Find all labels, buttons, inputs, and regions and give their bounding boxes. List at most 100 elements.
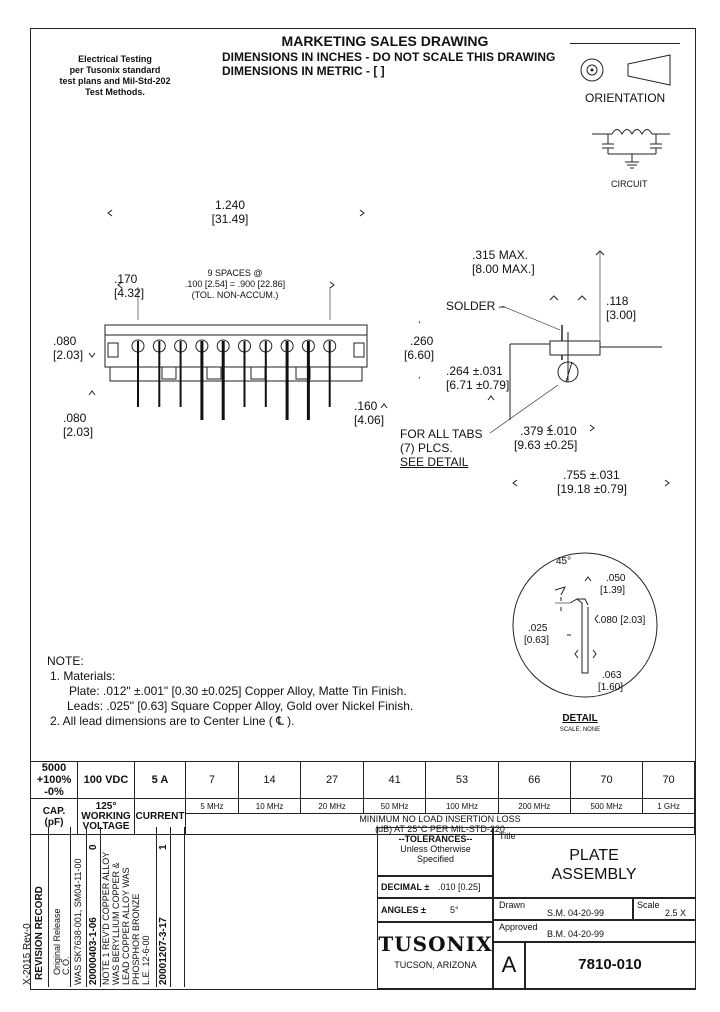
- cap-value: 5000: [41, 762, 67, 774]
- loss-sub-cell: (dB) AT 25°C PER MIL-STD-220: [185, 824, 695, 835]
- doc-id: X-2015 Rev-0: [22, 923, 33, 985]
- testing-note-line: Test Methods.: [85, 87, 145, 97]
- notes-title: NOTE:: [47, 654, 84, 668]
- angles-label: ANGLES ±: [381, 905, 426, 915]
- freq-cell: 200 MHz: [497, 798, 571, 814]
- bottom-left-dimension: .080 [2.03]: [63, 411, 93, 439]
- loss-cell: 27: [300, 761, 364, 799]
- cap-label: CAP.: [42, 805, 66, 817]
- rev-0-letter: 0: [88, 844, 99, 850]
- drawn-box: Drawn S.M. 04-20-99: [492, 897, 634, 921]
- loss-cell: 66: [497, 761, 571, 799]
- tab-height-dimension: .118 [3.00]: [606, 294, 636, 322]
- rev-0-co: 20000403-1-06: [88, 917, 99, 985]
- rev-divider: [170, 827, 171, 987]
- rev-divider: [184, 827, 185, 987]
- title-box: Title PLATE ASSEMBLY: [492, 827, 696, 899]
- dim-value: .118: [606, 294, 629, 308]
- front-view-drawing: [88, 209, 420, 409]
- overall-depth-dimension: .755 ±.031 [19.18 ±0.79]: [557, 468, 627, 496]
- rev-1-letter: 1: [158, 844, 169, 850]
- note-leads: Leads: .025" [0.63] Square Copper Alloy,…: [67, 699, 414, 713]
- rev-note-line: PHOSPHOR BRONZE: [131, 893, 141, 985]
- detail-scale: SCALE: NONE: [559, 727, 601, 733]
- rev-divider: [156, 827, 157, 987]
- orientation-label: ORIENTATION: [585, 91, 666, 105]
- testing-note-line: per Tusonix standard: [69, 65, 161, 75]
- detail-label: DETAIL: [562, 713, 598, 724]
- dim-value-mm: [8.00 MAX.]: [472, 262, 535, 276]
- dim-value-mm: [1.60]: [598, 682, 624, 693]
- see-detail-link: SEE DETAIL: [400, 455, 469, 469]
- note-2: 2. All lead dimensions are to Center Lin…: [50, 714, 295, 728]
- drawn-label: Drawn: [499, 900, 526, 910]
- dim-value-mm: [4.32]: [114, 286, 145, 300]
- dim-value-mm: [2.03]: [53, 348, 84, 362]
- tolerances-title: --TOLERANCES--: [398, 834, 473, 844]
- testing-note-line: Electrical Testing: [78, 54, 152, 64]
- scale-box: Scale 2.5 X: [632, 897, 696, 921]
- angles-tolerance: ANGLES ± 5°: [377, 897, 494, 923]
- freq-cell: 50 MHz: [362, 798, 427, 814]
- loss-cell: 70: [569, 761, 644, 799]
- freq-cell: 500 MHz: [569, 798, 644, 814]
- dim-value: .063: [602, 670, 622, 681]
- loss-cell: 7: [185, 761, 239, 799]
- cap-value-cell: 5000+100% -0%: [30, 761, 78, 799]
- cap-tolerance: +100% -0%: [36, 774, 72, 798]
- loss-cell: 70: [642, 761, 695, 799]
- solder-label: SOLDER –: [446, 299, 506, 313]
- loss-cell: 41: [362, 761, 427, 799]
- orientation-icon: [580, 54, 671, 86]
- lead-height-dimension: .264 ±.031 [6.71 ±0.79]: [446, 364, 509, 392]
- decimal-tolerance: DECIMAL ± .010 [0.25]: [377, 875, 494, 899]
- dim-note: (TOL. NON-ACCUM.): [191, 290, 279, 300]
- approved-value: B.M. 04-20-99: [547, 929, 605, 939]
- spacing-dimension: 9 SPACES @ .100 [2.54] = .900 [22.86] (T…: [165, 268, 305, 301]
- dim-value-mm: [0.63]: [524, 635, 550, 646]
- dim-note: .100 [2.54] = .900 [22.86]: [184, 279, 286, 289]
- voltage-cell: 100 VDC: [77, 761, 135, 799]
- loss-cell: 53: [425, 761, 499, 799]
- tolerances-line: Specified: [416, 854, 455, 864]
- detail-dim-063: .063 [1.60]: [598, 670, 623, 694]
- testing-note-line: test plans and Mil-Std-202: [59, 76, 171, 86]
- drawing-frame: [30, 28, 696, 990]
- dim-value: .080: [63, 411, 87, 425]
- dimension-note-1: DIMENSIONS IN INCHES - DO NOT SCALE THIS…: [222, 50, 556, 64]
- part-number: 7810-010: [524, 941, 696, 989]
- tolerances-box: --TOLERANCES-- Unless Otherwise Specifie…: [377, 827, 494, 877]
- tabs-note-line: FOR ALL TABS: [400, 427, 483, 441]
- loss-cell: 14: [237, 761, 302, 799]
- revision-record-label: REVISION RECORD: [34, 886, 45, 980]
- title-label: Title: [499, 831, 516, 841]
- dim-value: .025: [528, 623, 548, 634]
- detail-dim-050: .050 [1.39]: [600, 573, 625, 597]
- circuit-icon: [592, 129, 670, 169]
- note-plate: Plate: .012" ±.001" [0.30 ±0.025] Copper…: [69, 684, 407, 698]
- dimension-note-2: DIMENSIONS IN METRIC - [ ]: [222, 64, 385, 78]
- drawing-title: MARKETING SALES DRAWING: [281, 33, 489, 49]
- rev-1-note: NOTE 1 REV'D COPPER ALLOY WAS BERYLLIUM …: [101, 852, 151, 985]
- rev-note-line: LEAD COPPER ALLOY WAS: [121, 867, 131, 985]
- decimal-label: DECIMAL ±: [381, 882, 430, 892]
- drawn-value: S.M. 04-20-99: [547, 908, 605, 918]
- change-order: C.O.: [61, 956, 71, 975]
- working-label: WORKING: [81, 810, 131, 822]
- dim-value-mm: [9.63 ±0.25]: [514, 438, 578, 452]
- loss-title-cell: MINIMUM NO LOAD INSERTION LOSS: [185, 813, 695, 824]
- dim-note: 9 SPACES @: [207, 268, 263, 278]
- rev-divider: [86, 827, 87, 987]
- rev-0-note: WAS SK7638-001, SM04-11-00: [73, 858, 83, 985]
- drawing-name-line: PLATE: [569, 847, 619, 864]
- rev-note-line: NOTE 1 REV'D COPPER ALLOY: [101, 851, 111, 985]
- rev-1-co: 20001207-3-17: [158, 917, 169, 985]
- detail-dim-025: .025 [0.63]: [524, 623, 549, 647]
- approved-label: Approved: [499, 922, 538, 932]
- scale-label: Scale: [637, 900, 660, 910]
- freq-cell: 20 MHz: [300, 798, 364, 814]
- dim-value: .379 ±.010: [520, 424, 577, 438]
- dim-value: .080: [53, 334, 77, 348]
- current-label-cell: CURRENT: [134, 798, 186, 835]
- tolerances-line: Unless Otherwise: [400, 844, 471, 854]
